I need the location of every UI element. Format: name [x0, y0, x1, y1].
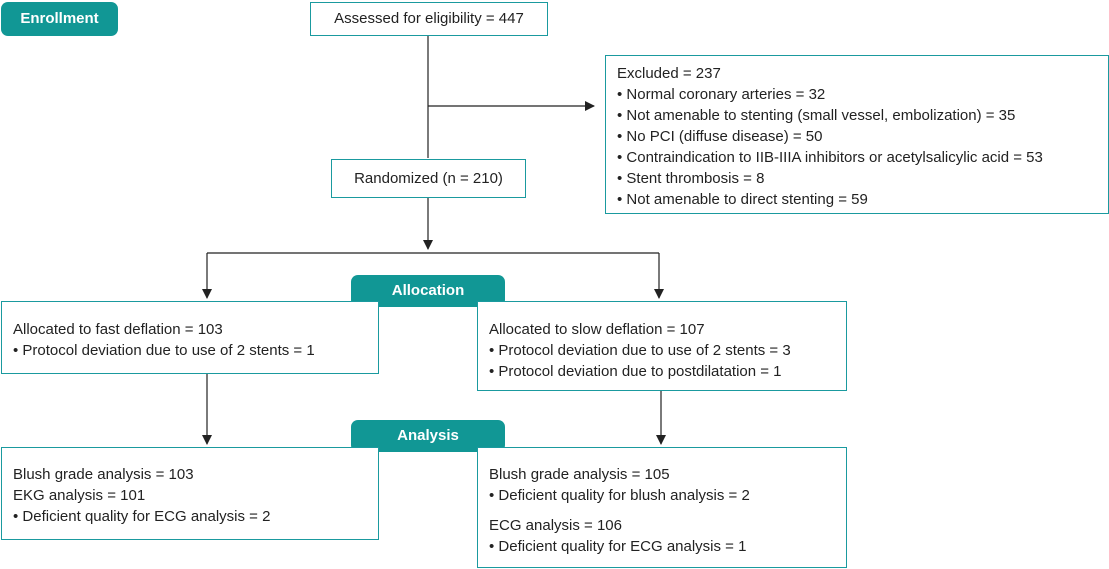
- analysis-slow-box: Blush grade analysis = 105 • Deficient q…: [477, 447, 847, 568]
- excluded-title: Excluded = 237: [617, 65, 721, 82]
- analysis-fast-line: Blush grade analysis = 103: [13, 466, 194, 483]
- enrollment-label: Enrollment: [1, 2, 118, 36]
- assessed-text: Assessed for eligibility = 447: [334, 10, 524, 27]
- excluded-box: Excluded = 237 • Normal coronary arterie…: [605, 55, 1109, 214]
- analysis-slow-ecg: ECG analysis = 106: [489, 517, 622, 534]
- fast-deflation-title: Allocated to fast deflation = 103: [13, 321, 223, 338]
- analysis-slow-blush-item: • Deficient quality for blush analysis =…: [489, 487, 750, 504]
- randomized-text: Randomized (n = 210): [354, 170, 503, 187]
- excluded-item: • No PCI (diffuse disease) = 50: [617, 128, 823, 145]
- excluded-item: • Not amenable to stenting (small vessel…: [617, 107, 1016, 124]
- excluded-item: • Stent thrombosis = 8: [617, 170, 765, 187]
- slow-deflation-box: Allocated to slow deflation = 107 • Prot…: [477, 301, 847, 391]
- analysis-fast-line: • Deficient quality for ECG analysis = 2: [13, 508, 271, 525]
- excluded-item: • Not amenable to direct stenting = 59: [617, 191, 868, 208]
- excluded-item: • Normal coronary arteries = 32: [617, 86, 826, 103]
- fast-deflation-item: • Protocol deviation due to use of 2 ste…: [13, 342, 315, 359]
- slow-deflation-item: • Protocol deviation due to use of 2 ste…: [489, 342, 791, 359]
- analysis-slow-ecg-item: • Deficient quality for ECG analysis = 1: [489, 538, 747, 555]
- randomized-box: Randomized (n = 210): [331, 159, 526, 198]
- analysis-fast-line: EKG analysis = 101: [13, 487, 146, 504]
- fast-deflation-box: Allocated to fast deflation = 103 • Prot…: [1, 301, 379, 374]
- analysis-slow-blush: Blush grade analysis = 105: [489, 466, 670, 483]
- excluded-item: • Contraindication to IIB-IIIA inhibitor…: [617, 149, 1043, 166]
- analysis-fast-box: Blush grade analysis = 103 EKG analysis …: [1, 447, 379, 540]
- assessed-box: Assessed for eligibility = 447: [310, 2, 548, 36]
- slow-deflation-title: Allocated to slow deflation = 107: [489, 321, 705, 338]
- analysis-label: Analysis: [351, 420, 505, 452]
- slow-deflation-item: • Protocol deviation due to postdilatati…: [489, 363, 782, 380]
